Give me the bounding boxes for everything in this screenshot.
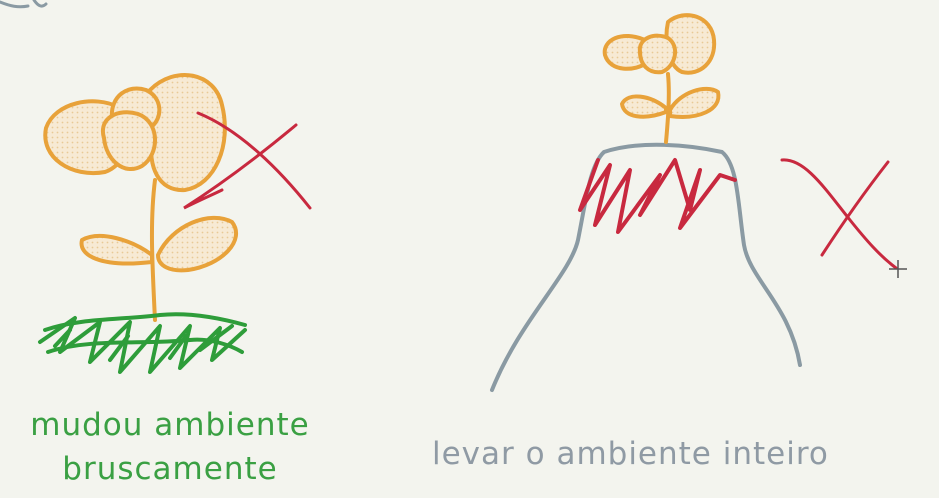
left-flower-leaf-right — [156, 215, 239, 273]
crosshair-cursor-icon — [889, 260, 907, 278]
right-x-mark-icon — [780, 158, 898, 270]
right-flower-leaf-right — [668, 86, 721, 119]
right-flower-stem — [664, 72, 671, 144]
left-flower-icon — [43, 73, 239, 322]
right-red-zigzag-scribble — [578, 158, 737, 234]
right-flower-petal-left — [602, 34, 650, 71]
right-flower-center — [637, 33, 678, 75]
right-flower-leaf-left — [620, 94, 668, 119]
left-x-mark-icon — [183, 111, 312, 210]
left-flower-center — [100, 110, 157, 172]
right-hill-outline — [490, 142, 802, 392]
cropped-text-fragment — [0, 0, 48, 9]
left-caption-line-2: bruscamente — [62, 451, 278, 487]
right-flower-icon — [602, 13, 721, 144]
left-caption: mudou ambiente bruscamente — [20, 403, 320, 491]
left-flower-stem — [149, 178, 157, 322]
right-caption: levar o ambiente inteiro — [432, 436, 829, 472]
left-flower-petal-right — [148, 73, 227, 193]
left-caption-line-1: mudou ambiente — [30, 407, 310, 443]
left-grass-scribble — [38, 312, 247, 374]
left-flower-leaf-left — [79, 234, 154, 266]
